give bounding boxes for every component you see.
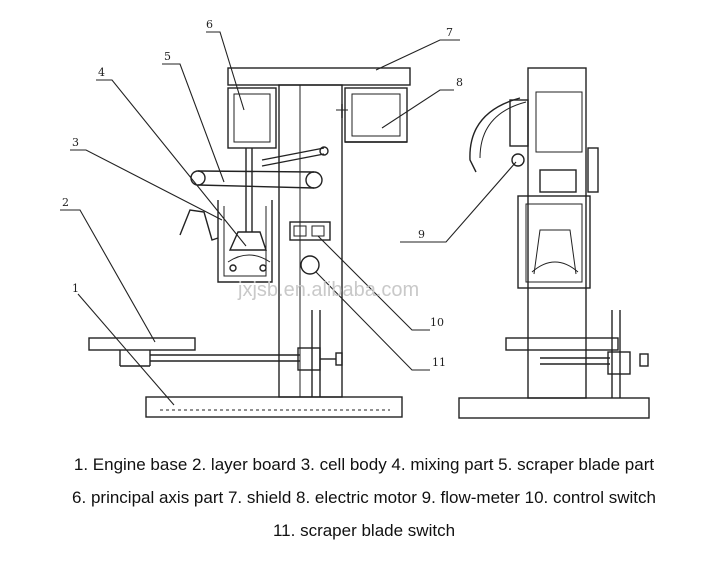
callout-numbers: 1 2 3 4 5 6 7 8 9 10 11 <box>62 18 463 369</box>
watermark: jxjsb.en.alibaba.com <box>237 279 419 301</box>
front-view <box>88 67 411 418</box>
caption-line-3: 11. scraper blade switch <box>272 521 456 540</box>
side-view <box>458 67 650 419</box>
side-base <box>458 397 650 419</box>
caption-line-2: 6. principal axis part 7. shield 8. elec… <box>72 488 656 507</box>
callout-5: 5 <box>164 50 171 63</box>
shield <box>227 67 411 86</box>
side-column <box>527 67 587 399</box>
cell-body <box>217 200 273 283</box>
electric-motor <box>344 87 408 143</box>
main-column <box>278 84 343 398</box>
leader-lines <box>60 31 517 406</box>
flotation-machine-diagram: 1 2 3 4 5 6 7 8 9 10 11 jxjsb.en.alibaba… <box>60 18 650 419</box>
control-switch-panel <box>289 221 331 241</box>
callout-3: 3 <box>72 136 79 149</box>
callout-6: 6 <box>206 18 213 31</box>
callout-1: 1 <box>72 282 79 295</box>
flow-meter-arm <box>469 97 521 173</box>
engine-base <box>145 396 403 418</box>
scraper-blade-switch <box>300 255 320 275</box>
callout-2: 2 <box>62 196 69 209</box>
scraper-blade <box>179 209 219 241</box>
pulley-left <box>190 170 206 186</box>
callout-9: 9 <box>418 228 425 241</box>
callout-11: 11 <box>432 356 446 369</box>
pulley-right <box>305 171 323 189</box>
callout-10: 10 <box>430 316 444 329</box>
mixing-impeller <box>228 231 267 251</box>
callout-8: 8 <box>456 76 463 89</box>
legend-caption: 1. Engine base 2. layer board 3. cell bo… <box>0 448 728 547</box>
callout-7: 7 <box>446 26 453 39</box>
layer-board <box>88 337 196 351</box>
principal-axis-housing <box>227 87 277 149</box>
side-cell <box>517 195 591 289</box>
callout-4: 4 <box>98 66 105 79</box>
caption-line-1: 1. Engine base 2. layer board 3. cell bo… <box>73 455 655 474</box>
